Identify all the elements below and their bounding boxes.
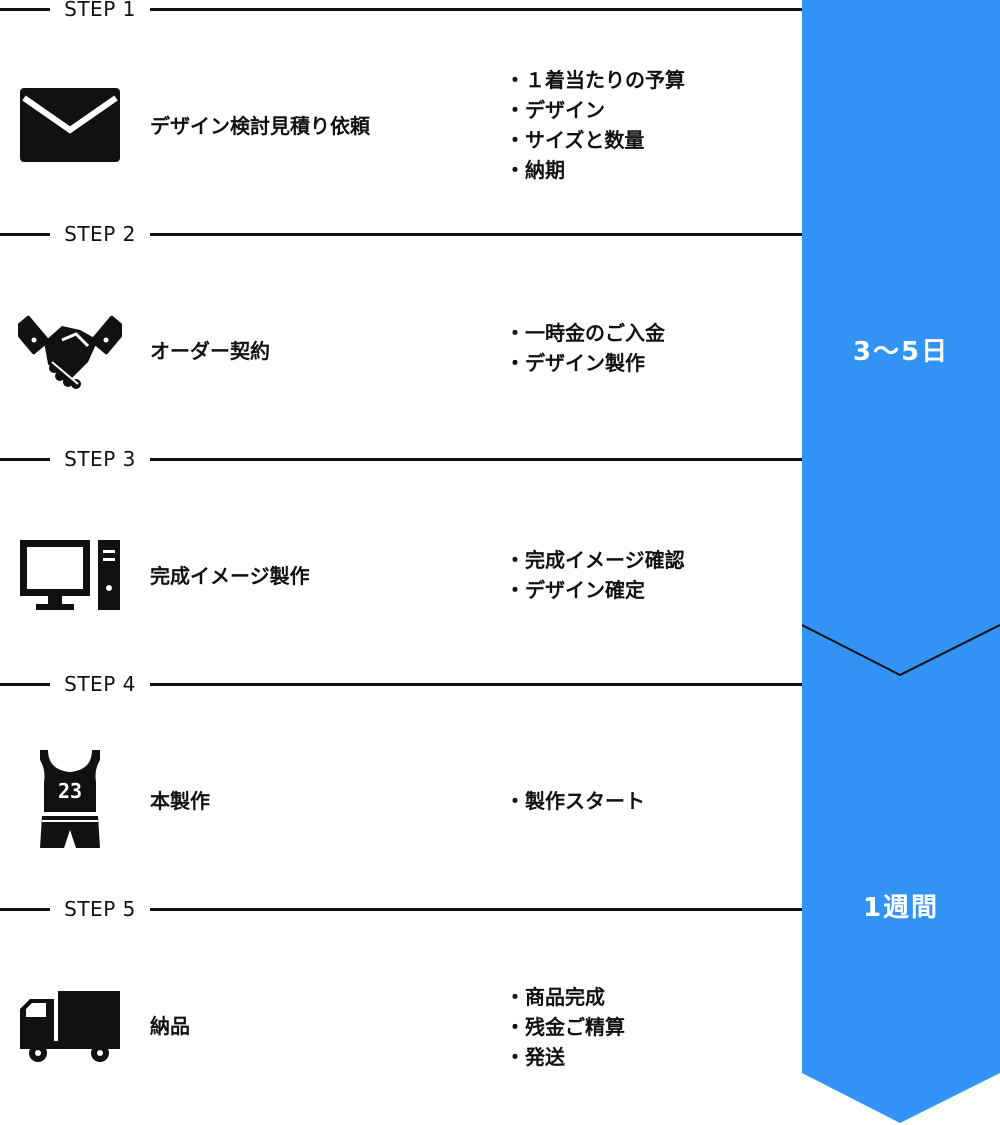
- phase-2-block: [802, 625, 1000, 1123]
- detail-item: ・完成イメージ確認: [505, 548, 685, 572]
- detail-item: ・納期: [505, 158, 565, 182]
- divider-rule: [0, 683, 50, 686]
- handshake-icon: [18, 300, 122, 404]
- detail-item: ・デザイン: [505, 98, 605, 122]
- step-2-label: STEP 2: [64, 222, 136, 246]
- divider-rule: [0, 458, 50, 461]
- step-1-label: STEP 1: [64, 0, 136, 21]
- step-5-label: STEP 5: [64, 897, 136, 921]
- divider-rule: [150, 458, 802, 461]
- step-1-title: デザイン検討見積り依頼: [150, 114, 370, 138]
- divider-rule: [0, 8, 50, 11]
- divider-rule: [150, 8, 802, 11]
- detail-item: ・一時金のご入金: [505, 321, 665, 345]
- step-2-title: オーダー契約: [150, 339, 270, 363]
- detail-item: ・製作スタート: [505, 789, 645, 813]
- step-2-details: ・一時金のご入金 ・デザイン製作: [505, 318, 665, 378]
- step-5-title: 納品: [150, 1014, 190, 1038]
- divider-rule: [150, 233, 802, 236]
- step-1-details: ・１着当たりの予算 ・デザイン ・サイズと数量 ・納期: [505, 65, 685, 185]
- computer-icon: [18, 528, 122, 632]
- divider-rule: [150, 683, 802, 686]
- delivery-truck-icon: [18, 975, 122, 1079]
- divider-rule: [0, 233, 50, 236]
- detail-item: ・デザイン確定: [505, 578, 645, 602]
- step-3-details: ・完成イメージ確認 ・デザイン確定: [505, 545, 685, 605]
- detail-item: ・商品完成: [505, 985, 605, 1009]
- step-3-label: STEP 3: [64, 447, 136, 471]
- step-4-label: STEP 4: [64, 672, 136, 696]
- envelope-icon: [18, 74, 122, 178]
- phase-divider: [801, 624, 1000, 677]
- detail-item: ・残金ご精算: [505, 1015, 625, 1039]
- step-5-details: ・商品完成 ・残金ご精算 ・発送: [505, 982, 625, 1072]
- divider-rule: [150, 908, 802, 911]
- basketball-jersey-icon: 23: [18, 748, 122, 852]
- phase-label-1: 3～5日: [852, 337, 950, 367]
- detail-item: ・サイズと数量: [505, 128, 645, 152]
- detail-item: ・デザイン製作: [505, 351, 645, 375]
- step-4-details: ・製作スタート: [505, 786, 645, 816]
- detail-item: ・１着当たりの予算: [505, 68, 685, 92]
- detail-item: ・発送: [505, 1045, 565, 1069]
- step-3-title: 完成イメージ製作: [150, 564, 310, 588]
- step-4-title: 本製作: [150, 789, 210, 813]
- svg-text:23: 23: [58, 779, 82, 803]
- divider-rule: [0, 908, 50, 911]
- phase-label-2: 1週間: [862, 893, 940, 923]
